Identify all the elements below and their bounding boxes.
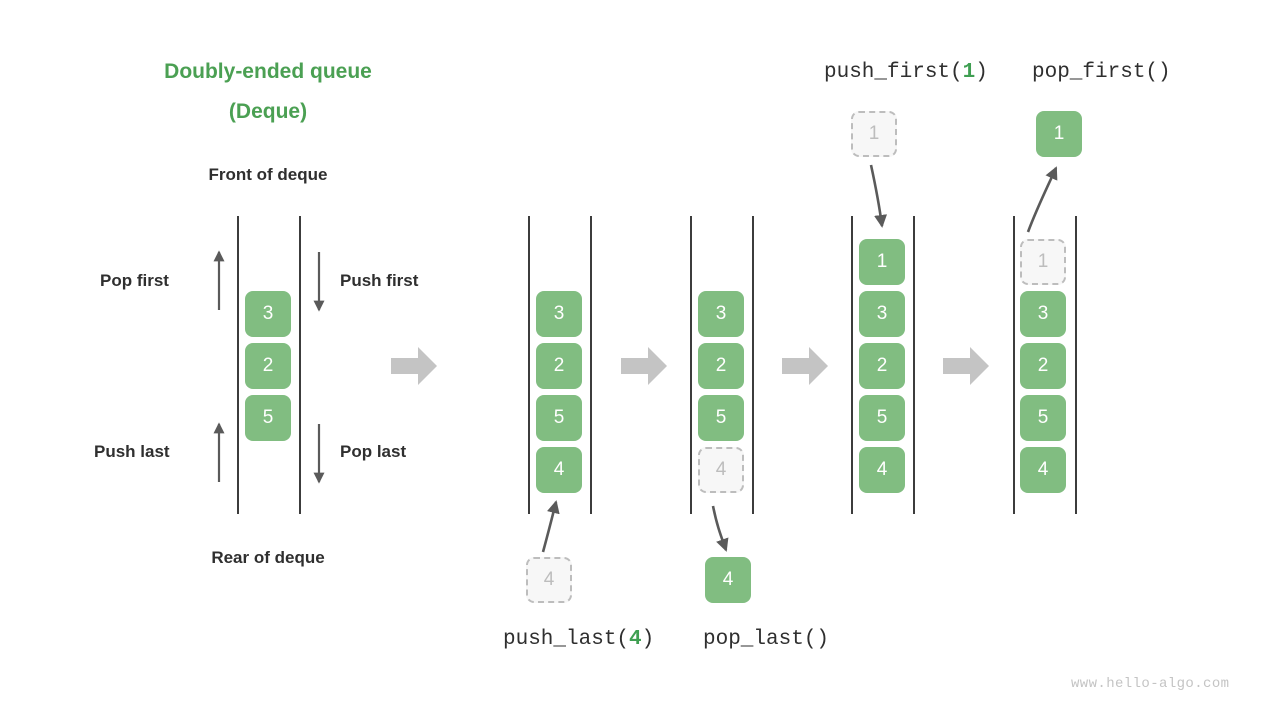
stage-1-detached-cell: 4 (526, 557, 572, 603)
label-pop-first: Pop first (100, 271, 169, 290)
rail-left-diagram-right (299, 216, 301, 514)
stage-4-detached-cell: 1 (1036, 111, 1082, 157)
rail-stage-2-right (752, 216, 754, 514)
stage-2-cell-2: 5 (698, 395, 744, 441)
caption-push-first-close: ) (975, 61, 988, 84)
arrow-stage3-push-first (869, 164, 888, 228)
arrow-stage2-pop-last (711, 505, 729, 552)
left-cell-2: 5 (245, 395, 291, 441)
caption-push-first-arg: 1 (962, 61, 976, 84)
left-cell-0: 3 (245, 291, 291, 337)
stage-4-cell-2: 5 (1020, 395, 1066, 441)
stage-3-cell-3: 5 (859, 395, 905, 441)
label-rear-of-deque: Rear of deque (211, 548, 325, 567)
page-title-line-2: (Deque) (228, 100, 308, 123)
page-title-line-1: Doubly-ended queue (164, 60, 372, 83)
label-pop-last: Pop last (340, 442, 407, 461)
caption-push-last-close: ) (641, 628, 655, 651)
caption-pop-last-name: pop_last() (703, 628, 830, 651)
rail-stage-2-left (690, 216, 692, 514)
stage-3-cell-2: 2 (859, 343, 905, 389)
rail-stage-3-right (913, 216, 915, 514)
stage-1-cell-0: 3 (536, 291, 582, 337)
stage-3-detached-cell: 1 (851, 111, 897, 157)
stage-1-cell-2: 5 (536, 395, 582, 441)
stage-4-cell-1: 2 (1020, 343, 1066, 389)
caption-push-last-name: push_last( (503, 628, 630, 651)
watermark: www.hello-algo.com (1071, 676, 1230, 692)
rail-stage-3-left (851, 216, 853, 514)
stage-4-cell-0: 3 (1020, 291, 1066, 337)
caption-push-last: push_last(4) (503, 628, 654, 651)
rail-stage-4-right (1075, 216, 1077, 514)
step-arrow-3 (943, 347, 989, 385)
step-arrow-2 (782, 347, 828, 385)
stage-4-ghost-cell: 1 (1020, 239, 1066, 285)
stage-1-cell-1: 2 (536, 343, 582, 389)
rail-left-diagram-left (237, 216, 239, 514)
arrow-stage4-pop-first (1026, 166, 1058, 233)
stage-4-cell-3: 4 (1020, 447, 1066, 493)
stage-3-cell-1: 3 (859, 291, 905, 337)
caption-pop-last: pop_last() (703, 628, 829, 651)
caption-pop-first-name: pop_first() (1032, 61, 1171, 84)
left-cell-1: 2 (245, 343, 291, 389)
rail-stage-1-left (528, 216, 530, 514)
label-push-first: Push first (340, 271, 419, 290)
stage-3-cell-4: 4 (859, 447, 905, 493)
caption-push-last-arg: 4 (629, 628, 642, 651)
arrow-stage1-push-last (541, 500, 560, 553)
stage-2-cell-0: 3 (698, 291, 744, 337)
stage-2-detached-cell: 4 (705, 557, 751, 603)
step-arrow-0 (391, 347, 437, 385)
stage-2-cell-1: 2 (698, 343, 744, 389)
stage-3-cell-0: 1 (859, 239, 905, 285)
stage-1-cell-3: 4 (536, 447, 582, 493)
stage-2-ghost-cell: 4 (698, 447, 744, 493)
caption-pop-first: pop_first() (1032, 61, 1171, 84)
caption-push-first: push_first(1) (824, 61, 988, 84)
label-push-last: Push last (94, 442, 170, 461)
step-arrow-1 (621, 347, 667, 385)
label-front-of-deque: Front of deque (208, 165, 328, 184)
rail-stage-4-left (1013, 216, 1015, 514)
caption-push-first-name: push_first( (824, 61, 963, 84)
rail-stage-1-right (590, 216, 592, 514)
